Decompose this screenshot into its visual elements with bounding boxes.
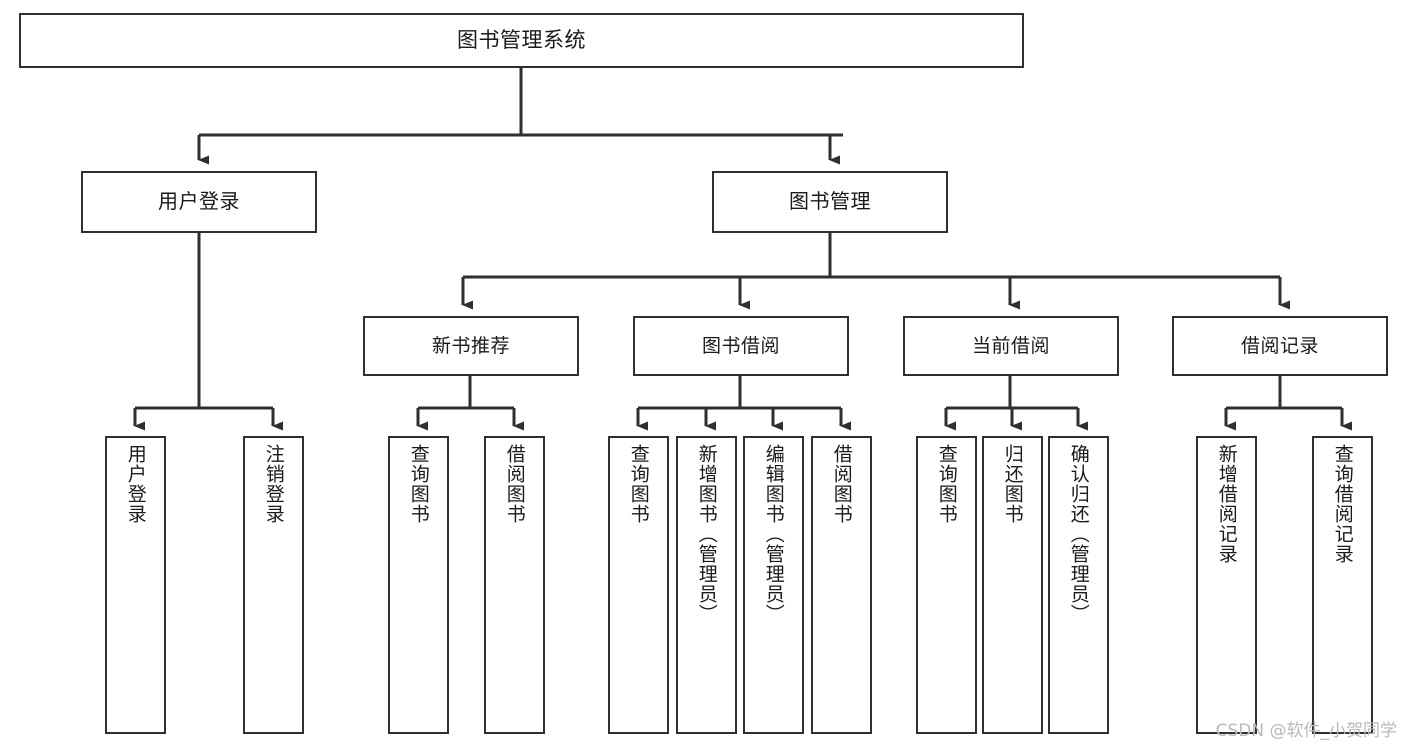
node-leaf-query-book-3[interactable]: 查询图书	[916, 436, 977, 734]
node-leaf-borrow-book-2-label: 借阅图书	[830, 444, 853, 524]
node-leaf-query-book-3-label: 查询图书	[935, 444, 958, 524]
node-book-borrow-label: 图书借阅	[701, 334, 780, 357]
node-leaf-add-book-label: 新增图书（管理员）	[695, 444, 718, 624]
node-leaf-add-record[interactable]: 新增借阅记录	[1196, 436, 1257, 734]
node-leaf-query-record[interactable]: 查询借阅记录	[1312, 436, 1373, 734]
node-leaf-borrow-book-2[interactable]: 借阅图书	[811, 436, 872, 734]
node-leaf-query-book-1[interactable]: 查询图书	[388, 436, 449, 734]
node-leaf-edit-book-label: 编辑图书（管理员）	[762, 444, 785, 624]
node-leaf-user-login-label: 用户登录	[124, 444, 147, 524]
node-leaf-query-book-2[interactable]: 查询图书	[608, 436, 669, 734]
node-leaf-add-record-label: 新增借阅记录	[1215, 444, 1238, 564]
node-root[interactable]: 图书管理系统	[19, 13, 1024, 68]
node-book-borrow[interactable]: 图书借阅	[633, 316, 849, 376]
node-new-book-recommend[interactable]: 新书推荐	[363, 316, 579, 376]
node-leaf-edit-book[interactable]: 编辑图书（管理员）	[743, 436, 804, 734]
node-leaf-logout-login[interactable]: 注销登录	[243, 436, 304, 734]
node-new-book-recommend-label: 新书推荐	[431, 334, 510, 357]
node-leaf-add-book[interactable]: 新增图书（管理员）	[676, 436, 737, 734]
csdn-watermark: CSDN @软件_小贺同学	[1215, 721, 1397, 741]
node-user-login-label: 用户登录	[158, 189, 240, 214]
node-borrow-record[interactable]: 借阅记录	[1172, 316, 1388, 376]
node-leaf-logout-login-label: 注销登录	[262, 444, 285, 524]
node-current-borrow-label: 当前借阅	[971, 334, 1050, 357]
node-current-borrow[interactable]: 当前借阅	[903, 316, 1119, 376]
node-leaf-borrow-book-1-label: 借阅图书	[503, 444, 526, 524]
node-borrow-record-label: 借阅记录	[1240, 334, 1319, 357]
node-leaf-query-book-1-label: 查询图书	[407, 444, 430, 524]
node-user-login[interactable]: 用户登录	[81, 171, 317, 233]
node-book-management[interactable]: 图书管理	[712, 171, 948, 233]
node-leaf-borrow-book-1[interactable]: 借阅图书	[484, 436, 545, 734]
node-leaf-confirm-return[interactable]: 确认归还（管理员）	[1048, 436, 1109, 734]
node-root-label: 图书管理系统	[457, 28, 586, 53]
node-leaf-user-login[interactable]: 用户登录	[105, 436, 166, 734]
node-leaf-query-book-2-label: 查询图书	[627, 444, 650, 524]
node-leaf-return-book-label: 归还图书	[1001, 444, 1024, 524]
node-book-management-label: 图书管理	[789, 189, 871, 214]
node-leaf-query-record-label: 查询借阅记录	[1331, 444, 1354, 564]
node-leaf-confirm-return-label: 确认归还（管理员）	[1067, 444, 1090, 624]
node-leaf-return-book[interactable]: 归还图书	[982, 436, 1043, 734]
